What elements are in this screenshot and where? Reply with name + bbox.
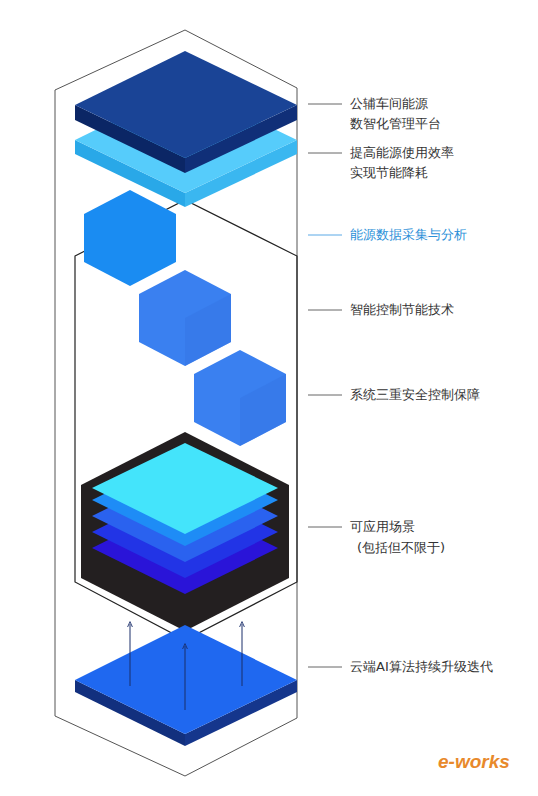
control-cube xyxy=(139,270,231,366)
outer-outline xyxy=(55,30,297,776)
upgrade-arrows xyxy=(130,624,242,710)
scenario-stack xyxy=(81,432,289,631)
data-cube xyxy=(84,190,176,286)
cloud-slab xyxy=(75,625,297,746)
platform-label: 公辅车间能源 数智化管理平台 xyxy=(350,94,444,134)
platform-slab xyxy=(75,51,297,173)
safety-cube xyxy=(194,350,286,446)
safety-label: 系统三重安全控制保障 xyxy=(350,385,480,405)
control-label: 智能控制节能技术 xyxy=(350,300,454,320)
data-label: 能源数据采集与分析 xyxy=(350,225,467,245)
watermark: e-works xyxy=(438,752,510,772)
scenario-note: (包括但不限于) xyxy=(357,538,445,558)
leader-lines xyxy=(308,104,342,667)
efficiency-label: 提高能源使用效率 实现节能降耗 xyxy=(350,143,457,183)
scenario-label: 可应用场景 xyxy=(350,517,415,537)
cloud-label: 云端AI算法持续升级迭代 xyxy=(350,657,493,677)
